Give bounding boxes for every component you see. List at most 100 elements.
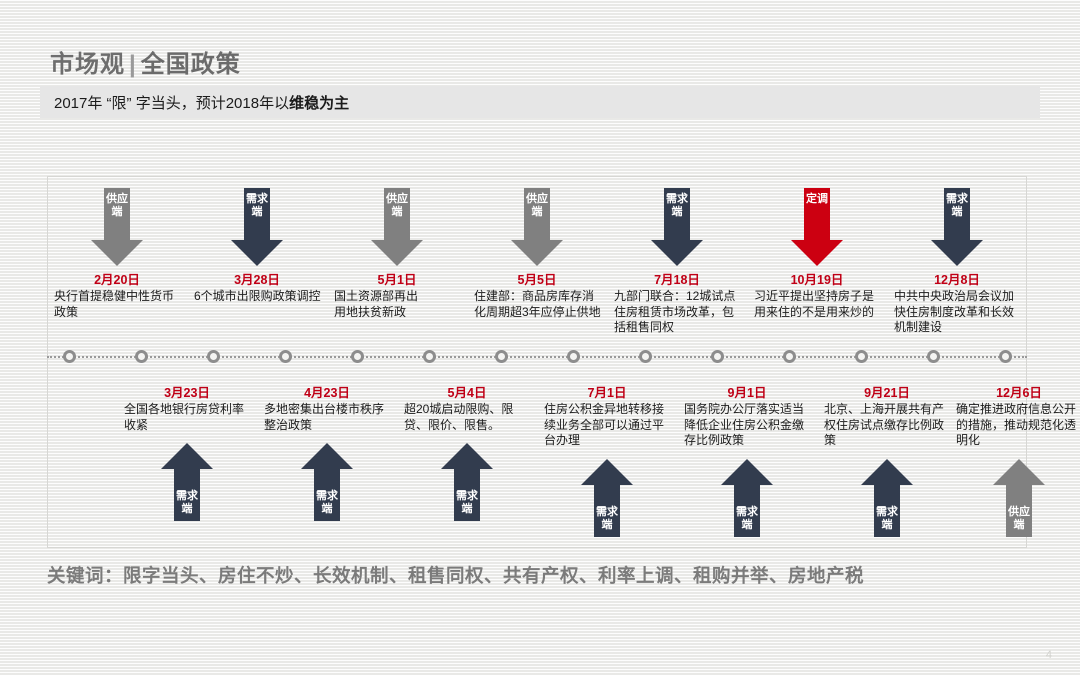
timeline-axis-marker: [350, 350, 364, 363]
timeline-item-bot-3[interactable]: 5月4日超20城启动限购、限贷、限价、限售。需求端: [402, 386, 532, 521]
arrow-head: [651, 240, 703, 266]
arrow-head: [91, 240, 143, 266]
timeline-axis-marker: [566, 350, 580, 363]
arrow-tag-label: 需求端: [666, 193, 688, 218]
page-number: 4: [1046, 649, 1054, 661]
timeline-item-description: 北京、上海开展共有产权住房试点缴存比例政策: [824, 402, 945, 447]
timeline-item-bot-6[interactable]: 9月21日北京、上海开展共有产权住房试点缴存比例政策需求端: [822, 386, 952, 537]
up-arrow-icon: 需求端: [122, 443, 252, 521]
arrow-tag-label: 供应端: [106, 193, 128, 218]
page-title-separator: |: [129, 51, 137, 78]
timeline-item-bot-7[interactable]: 12月6日确定推进政府信息公开的措施，推动规范化透明化供应端: [954, 386, 1080, 537]
page-title-prefix: 市场观: [50, 51, 125, 78]
keyword-label: 关键词：: [47, 565, 124, 586]
arrow-tag-label: 需求端: [876, 505, 898, 531]
page-number-value: 4: [1045, 649, 1054, 661]
arrow-tag-label: 需求端: [246, 193, 268, 218]
timeline-axis-marker: [134, 350, 148, 363]
timeline-item-date: 2月20日: [94, 273, 140, 287]
timeline-axis-marker: [926, 350, 940, 363]
arrow-tag-label: 供应端: [1008, 505, 1030, 531]
timeline-item-date: 12月6日: [996, 386, 1042, 400]
timeline-item-top-2[interactable]: 需求端 3月28日 6个城市出限购政策调控: [192, 188, 322, 305]
timeline-axis-marker: [62, 350, 76, 363]
down-arrow-icon: 需求端: [612, 188, 742, 266]
keyword-bar: 关键词：限字当头、房住不炒、长效机制、租售同权、共有产权、利率上调、租购并举、房…: [47, 558, 1027, 592]
timeline-item-date: 7月18日: [654, 273, 700, 287]
arrow-tag-label: 需求端: [736, 505, 758, 531]
timeline-axis-marker: [710, 350, 724, 363]
up-arrow-icon: 需求端: [682, 458, 812, 537]
arrow-head: [301, 443, 353, 469]
timeline-item-date: 9月21日: [864, 386, 910, 400]
arrow-head: [511, 240, 563, 266]
subtitle-emphasis: 维稳为主: [289, 94, 350, 112]
arrow-head: [721, 458, 773, 485]
arrow-tag-label: 需求端: [316, 490, 338, 515]
up-arrow-icon: 需求端: [262, 443, 392, 521]
timeline-item-bot-5[interactable]: 9月1日国务院办公厅落实适当降低企业住房公积金缴存比例政策需求端: [682, 386, 812, 537]
timeline-axis-marker: [422, 350, 436, 363]
timeline-axis-marker: [782, 350, 796, 363]
timeline-item-description: 超20城启动限购、限贷、限价、限售。: [404, 402, 514, 432]
timeline-item-description: 6个城市出限购政策调控: [194, 289, 321, 303]
arrow-head: [161, 443, 213, 469]
timeline-item-bot-2[interactable]: 4月23日多地密集出台楼市秩序整治政策需求端: [262, 386, 392, 521]
timeline-item-date: 4月23日: [304, 386, 350, 400]
arrow-tag-label: 需求端: [456, 490, 478, 515]
arrow-head: [231, 240, 283, 266]
arrow-head: [931, 240, 983, 266]
page-title-main: 全国政策: [140, 51, 241, 78]
arrow-tag-label: 需求端: [176, 490, 198, 515]
timeline-item-top-6[interactable]: 定调 10月19日习近平提出坚持房子是用来住的不是用来炒的: [752, 188, 882, 320]
subtitle-bar: 2017年 “限” 字当头，预计2018年以维稳为主: [40, 86, 1040, 118]
timeline-axis-marker: [278, 350, 292, 363]
keyword-text: 关键词：限字当头、房住不炒、长效机制、租售同权、共有产权、利率上调、租购并举、房…: [47, 562, 864, 588]
timeline-item-description: 九部门联合：12城试点住房租赁市场改革，包括租售同权: [614, 289, 736, 334]
timeline-item-date: 10月19日: [790, 273, 844, 287]
timeline-item-top-5[interactable]: 需求端 7月18日九部门联合：12城试点住房租赁市场改革，包括租售同权: [612, 188, 742, 336]
timeline-item-date: 12月8日: [934, 273, 980, 287]
timeline-item-date: 5月1日: [377, 273, 417, 287]
keyword-list: 限字当头、房住不炒、长效机制、租售同权、共有产权、利率上调、租购并举、房地产税: [123, 565, 865, 586]
timeline-item-description: 住房公积金异地转移接续业务全部可以通过平台办理: [544, 402, 665, 447]
timeline-item-description: 全国各地银行房贷利率收紧: [124, 402, 245, 432]
timeline-item-date: 5月4日: [447, 386, 487, 400]
up-arrow-icon: 需求端: [542, 458, 672, 537]
timeline-axis-marker: [638, 350, 652, 363]
timeline-axis: [47, 350, 1027, 364]
up-arrow-icon: 需求端: [402, 443, 532, 521]
page-title: 市场观|全国政策: [50, 44, 241, 79]
timeline-item-date: 3月23日: [164, 386, 210, 400]
arrow-tag-label: 需求端: [946, 193, 968, 218]
timeline-item-description: 国务院办公厅落实适当降低企业住房公积金缴存比例政策: [684, 402, 805, 447]
subtitle-text: 2017年 “限” 字当头，预计2018年以维稳为主: [40, 92, 349, 113]
arrow-head: [993, 458, 1045, 485]
timeline-item-bot-1[interactable]: 3月23日全国各地银行房贷利率收紧需求端: [122, 386, 252, 521]
timeline-item-description: 央行首提稳健中性货币政策: [54, 289, 175, 319]
timeline-item-description: 习近平提出坚持房子是用来住的不是用来炒的: [754, 289, 875, 319]
down-arrow-icon: 定调: [752, 188, 882, 266]
subtitle-plain: 2017年 “限” 字当头，预计2018年以: [54, 94, 290, 112]
down-arrow-icon: 供应端: [332, 188, 462, 266]
timeline-axis-line: [47, 356, 1027, 358]
arrow-head: [441, 443, 493, 469]
arrow-head: [581, 458, 633, 485]
arrow-head: [371, 240, 423, 266]
timeline-item-top-1[interactable]: 供应端 2月20日央行首提稳健中性货币政策: [52, 188, 182, 320]
timeline-item-date: 3月28日: [234, 273, 280, 287]
arrow-head: [861, 458, 913, 485]
timeline-item-bot-4[interactable]: 7月1日住房公积金异地转移接续业务全部可以通过平台办理需求端: [542, 386, 672, 537]
timeline-item-date: 5月5日: [517, 273, 557, 287]
timeline-axis-marker: [998, 350, 1012, 363]
timeline-item-date: 7月1日: [587, 386, 627, 400]
up-arrow-icon: 供应端: [954, 458, 1080, 537]
timeline-axis-marker: [494, 350, 508, 363]
arrow-tag-label: 需求端: [596, 505, 618, 531]
down-arrow-icon: 供应端: [52, 188, 182, 266]
arrow-tag-label: 供应端: [526, 193, 548, 218]
